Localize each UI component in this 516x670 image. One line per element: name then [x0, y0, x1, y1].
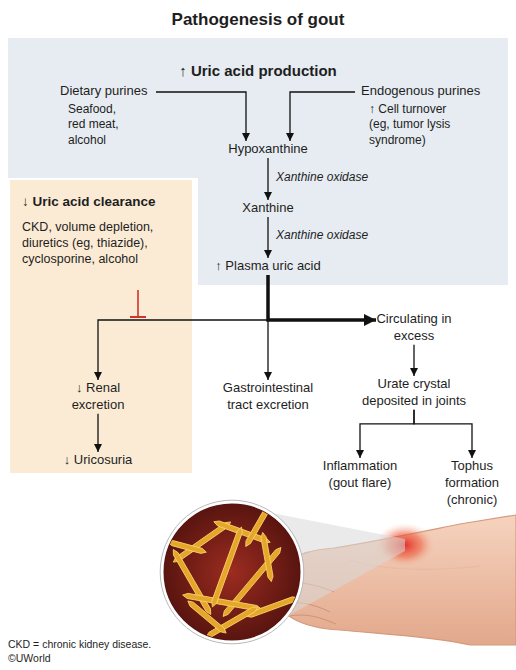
metabolite-label: Xanthine [236, 200, 300, 217]
metabolite-label: ↑ Plasma uric acid [208, 258, 328, 275]
flow-arrow [290, 92, 355, 141]
flow-arrow [268, 275, 376, 320]
node-heading: ↓ Uricosuria [48, 452, 148, 469]
flow-arrow [360, 410, 414, 458]
clearance-box: ↓ Uric acid clearanceCKD, volume depleti… [10, 180, 192, 473]
enzyme-label: Xanthine oxidase [276, 170, 368, 186]
outcome-label: Urate crystal deposited in joints [353, 376, 475, 410]
node-body: ↑ Cell turnover (eg, tumor lysis syndrom… [369, 102, 461, 149]
node-heading: ↑ Uric acid production [8, 61, 508, 81]
outcome-label: Circulating in excess [376, 311, 452, 345]
copyright-note: ©UWorld [8, 652, 51, 666]
urate-crystal [210, 526, 244, 608]
outcome-label: Tophus formation (chronic) [434, 458, 510, 509]
metabolite-label: Hypoxanthine [226, 141, 310, 158]
node-heading: Endogenous purines [361, 83, 505, 100]
node-heading: Xanthine [236, 200, 300, 217]
outcome-label: Inflammation (gout flare) [316, 458, 404, 492]
magnified-view [162, 502, 302, 642]
urate-crystal [260, 532, 274, 582]
flow-arrow [156, 92, 246, 141]
flow-arrow [414, 410, 472, 458]
node-heading: Dietary purines [60, 83, 156, 100]
node-heading: Hypoxanthine [226, 141, 310, 158]
crystal-group [167, 506, 299, 639]
flow-arrow [413, 345, 414, 376]
outcome-label: ↓ Renal excretion [58, 380, 138, 414]
magnifier-rim [160, 500, 304, 644]
node-heading: Tophus formation (chronic) [434, 458, 510, 509]
flow-arrow [267, 217, 268, 258]
node-heading: ↓ Uric acid clearance [22, 193, 180, 211]
source-label: Dietary purinesSeafood, red meat, alcoho… [60, 83, 156, 149]
inhibition-bar [130, 316, 146, 318]
node-body: CKD, volume depletion, diuretics (eg, th… [22, 219, 180, 268]
flow-arrow [98, 275, 268, 380]
outcome-label: Gastrointestinal tract excretion [213, 380, 323, 414]
node-heading: Circulating in excess [376, 311, 452, 345]
urate-crystal [243, 506, 270, 548]
flow-arrow [267, 275, 268, 380]
urate-crystal [167, 539, 207, 554]
inhibition-line [137, 290, 139, 317]
enzyme-label: Xanthine oxidase [276, 228, 368, 244]
toe-crease [290, 615, 336, 624]
diagram-title: Pathogenesis of gout [0, 9, 516, 31]
node-body: Seafood, red meat, alcohol [68, 102, 130, 149]
urate-crystal [186, 599, 228, 635]
flow-arrow [267, 158, 268, 200]
node-heading: ↓ Renal excretion [58, 380, 138, 414]
band-shape [8, 38, 508, 285]
node-heading: ↑ Plasma uric acid [208, 258, 328, 275]
flow-arrow [97, 414, 98, 452]
node-heading: Gastrointestinal tract excretion [213, 380, 323, 414]
node-heading: Inflammation (gout flare) [316, 458, 404, 492]
outcome-label: ↓ Uricosuria [48, 452, 148, 469]
source-label: Endogenous purines ↑ Cell turnover (eg, t… [355, 83, 505, 149]
node-heading: Urate crystal deposited in joints [353, 376, 475, 410]
footnote: CKD = chronic kidney disease. [8, 638, 151, 652]
